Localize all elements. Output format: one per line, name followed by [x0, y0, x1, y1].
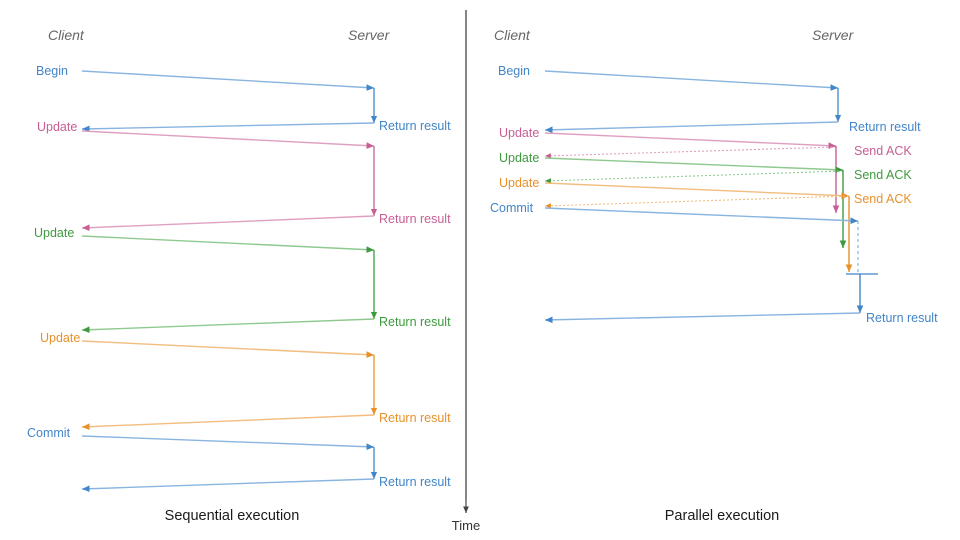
- right-update-2-ack-label: Send ACK: [854, 168, 912, 182]
- right-update-1-ack-arrow: [544, 146, 837, 159]
- right-begin-request-arrow: [544, 70, 839, 91]
- left-panel-header-client: Client: [48, 27, 84, 43]
- left-update-2-response-arrow: [81, 318, 375, 334]
- time-axis-label: Time: [451, 518, 481, 533]
- right-update-3-ack-label: Send ACK: [854, 192, 912, 206]
- right-update-2-request-label: Update: [499, 151, 540, 165]
- right-begin-response-arrow: [544, 121, 839, 134]
- left-begin-response-arrow: [81, 122, 375, 133]
- left-begin-request-label: Begin: [36, 64, 68, 78]
- right-commit-request-label: Commit: [490, 201, 534, 215]
- left-commit-request-label: Commit: [27, 426, 71, 440]
- right-panel-caption: Parallel execution: [664, 508, 780, 524]
- right-commit-request-arrow: [544, 207, 859, 225]
- right-update-1-request-arrow: [544, 132, 837, 150]
- left-update-1-request-label: Update: [37, 120, 78, 134]
- left-begin-response-label: Return result: [379, 119, 451, 133]
- right-update-3-ack-arrow: [544, 195, 850, 209]
- right-begin-request-label: Begin: [498, 64, 530, 78]
- right-commit-response-label: Return result: [866, 311, 938, 325]
- left-update-2-request-arrow: [81, 235, 375, 253]
- left-panel-caption: Sequential execution: [164, 508, 300, 524]
- left-commit-response-label: Return result: [379, 475, 451, 489]
- right-update-1-request-label: Update: [499, 126, 540, 140]
- left-begin-request-arrow: [81, 70, 375, 91]
- left-update-3-response-arrow: [81, 414, 375, 431]
- right-panel-header-server: Server: [812, 27, 854, 43]
- left-commit-request-arrow: [81, 435, 375, 451]
- right-update-2-request-arrow: [544, 157, 844, 174]
- right-commit-response-arrow: [544, 312, 861, 324]
- left-update-3-response-label: Return result: [379, 411, 451, 425]
- left-update-3-request-label: Update: [40, 331, 81, 345]
- right-panel-header-client: Client: [494, 27, 530, 43]
- left-update-1-response-arrow: [81, 215, 375, 232]
- left-update-1-response-label: Return result: [379, 212, 451, 226]
- right-update-3-request-arrow: [544, 182, 850, 200]
- right-update-3-request-label: Update: [499, 176, 540, 190]
- right-begin-response-label: Return result: [849, 120, 921, 134]
- left-update-3-request-arrow: [81, 340, 375, 358]
- left-commit-response-arrow: [81, 478, 375, 493]
- left-update-2-request-label: Update: [34, 226, 75, 240]
- left-panel-header-server: Server: [348, 27, 390, 43]
- left-update-1-request-arrow: [81, 130, 375, 149]
- left-update-2-response-label: Return result: [379, 315, 451, 329]
- right-update-2-ack-arrow: [544, 170, 844, 184]
- right-update-1-ack-label: Send ACK: [854, 144, 912, 158]
